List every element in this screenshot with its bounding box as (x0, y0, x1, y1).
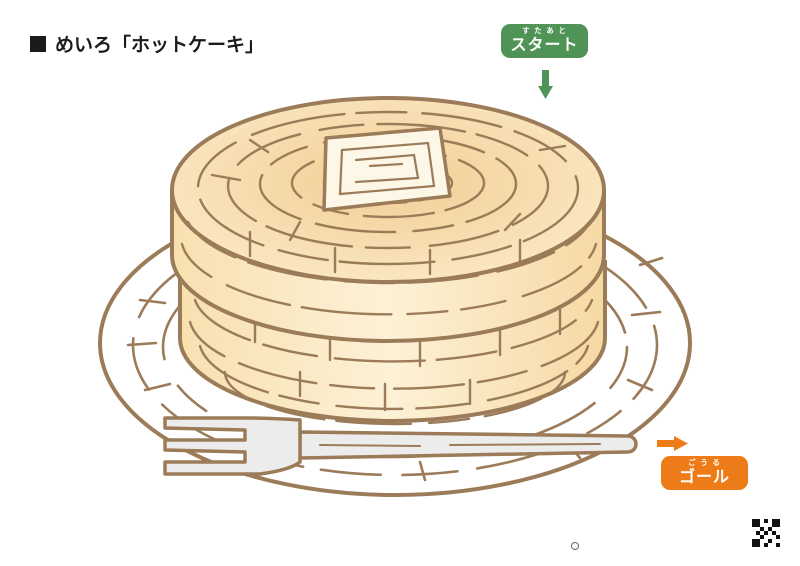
goal-label: ゴール (678, 467, 730, 486)
start-arrow-icon (538, 70, 553, 99)
title-prefix: めいろ (55, 34, 113, 56)
goal-ruby: ご う る (688, 458, 721, 467)
start-label: スタート (510, 35, 579, 54)
goal-badge: ご う る ゴール (661, 456, 748, 490)
goal-arrow-icon (657, 436, 688, 451)
page-title: めいろ 「ホットケーキ」 (30, 30, 264, 57)
title-subject: 「ホットケーキ」 (112, 34, 265, 56)
small-circle-mark (571, 542, 579, 550)
qr-code-icon (752, 519, 780, 547)
fork (163, 416, 638, 476)
start-ruby: す た あ と (522, 26, 567, 35)
title-square-icon (30, 35, 46, 52)
butter (322, 126, 452, 212)
start-badge: す た あ と スタート (501, 24, 588, 58)
